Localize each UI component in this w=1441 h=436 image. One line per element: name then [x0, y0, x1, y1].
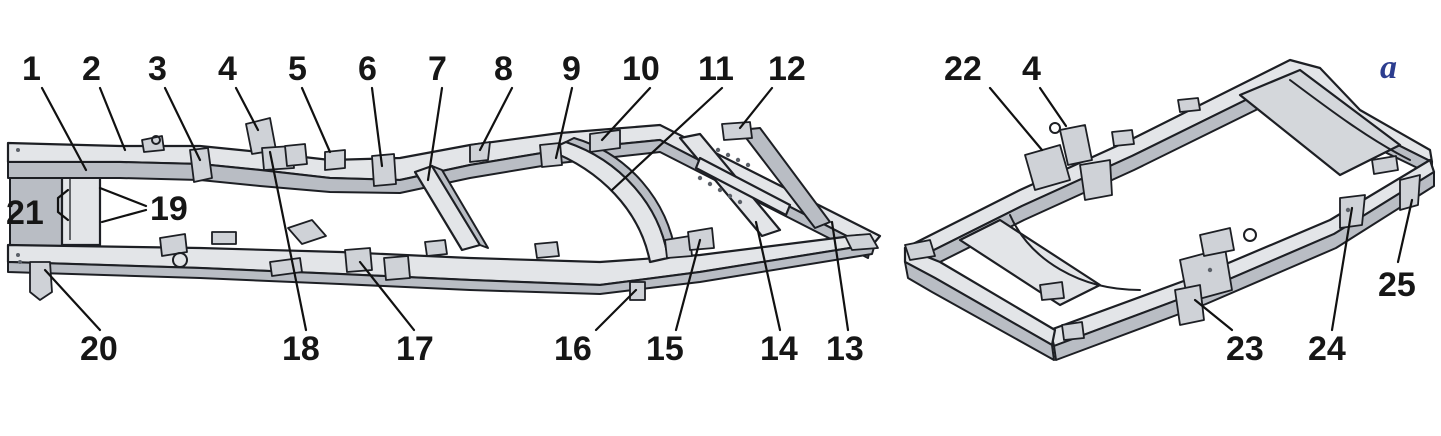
callout-16: 16 [554, 330, 592, 368]
callout-18: 18 [282, 330, 320, 368]
callout-labels: 1 2 3 4 5 6 7 8 9 10 11 12 21 19 20 18 1… [6, 49, 1416, 368]
callout-25: 25 [1378, 266, 1416, 304]
rivet-holes [16, 147, 751, 264]
callout-12: 12 [768, 50, 806, 88]
callout-19: 19 [150, 190, 188, 228]
callout-9: 9 [562, 50, 581, 88]
callout-20: 20 [80, 330, 118, 368]
frame-rear-view [903, 58, 1436, 361]
callout-4: 4 [218, 50, 237, 88]
callout-15: 15 [646, 330, 684, 368]
callout-23: 23 [1226, 330, 1264, 368]
callout-8: 8 [494, 50, 513, 88]
callout-22: 22 [944, 50, 982, 88]
callout-2: 2 [82, 50, 101, 88]
callout-1: 1 [22, 50, 41, 88]
callout-14: 14 [760, 330, 798, 368]
callout-24: 24 [1308, 330, 1346, 368]
leader-lines [40, 86, 1414, 332]
frame-side-view [6, 117, 882, 301]
callout-10: 10 [622, 50, 660, 88]
callout-13: 13 [826, 330, 864, 368]
callout-11: 11 [698, 50, 734, 88]
callout-7: 7 [428, 50, 447, 88]
callout-21: 21 [6, 194, 44, 232]
callout-6: 6 [358, 50, 377, 88]
callout-17: 17 [396, 330, 434, 368]
view-letter-badge: a [1380, 49, 1397, 86]
callout-3: 3 [148, 50, 167, 88]
callout-4-right: 4 [1022, 50, 1041, 88]
callout-5: 5 [288, 50, 307, 88]
